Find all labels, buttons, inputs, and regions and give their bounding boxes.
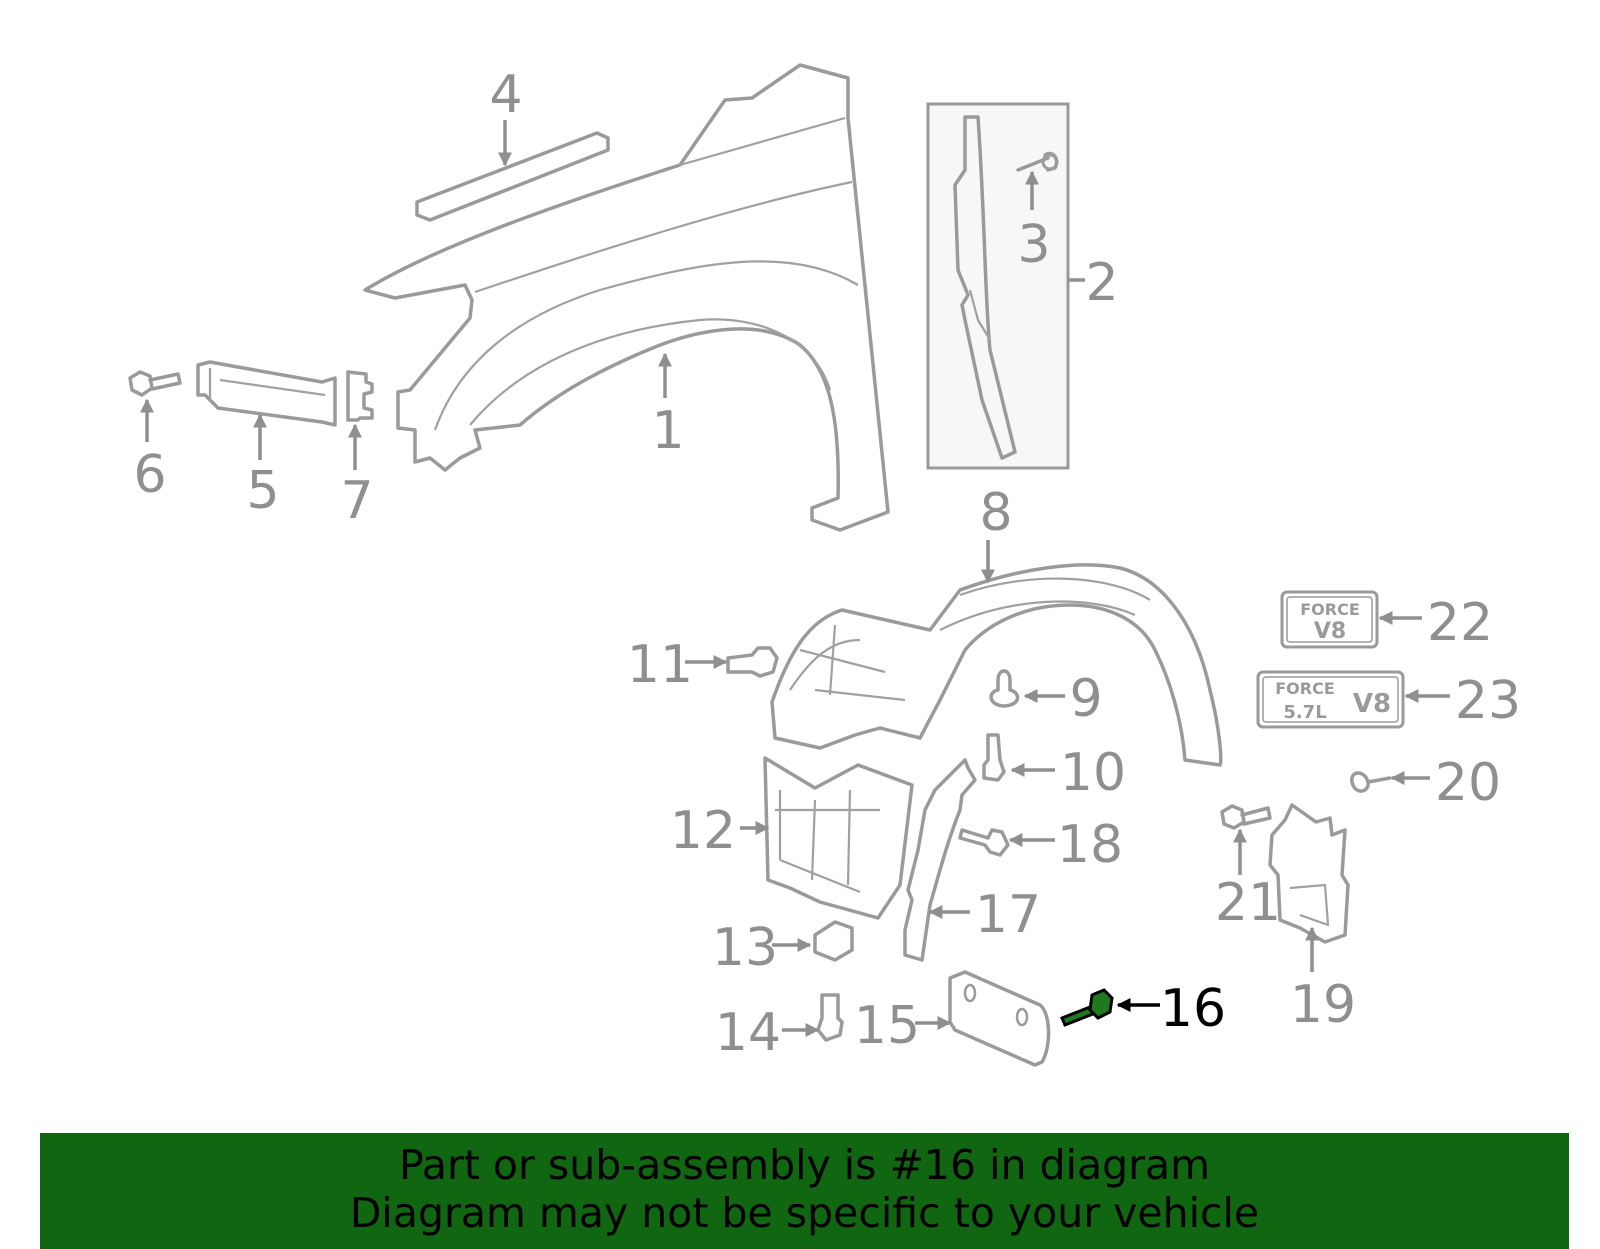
badge-23-side: V8 [1353,689,1391,719]
badge-part-22[interactable]: FORCE V8 [1280,590,1379,649]
callout-14: 14 [715,1003,781,1063]
clip-part-3[interactable] [1016,151,1059,172]
badge-23-line2: 5.7L [1283,702,1326,723]
callout-23: 23 [1455,671,1521,731]
callout-8: 8 [979,483,1012,543]
fender-liner-part-8[interactable] [770,563,1223,767]
callout-13: 13 [712,918,778,978]
badge-part-23[interactable]: FORCE 5.7L V8 [1256,670,1405,729]
callout-21: 21 [1215,873,1281,933]
callout-12: 12 [670,801,736,861]
extension-part-5[interactable] [196,360,337,427]
bolt-part-6[interactable] [128,370,182,397]
callout-18: 18 [1057,815,1123,875]
mudguard-part-19[interactable] [1268,803,1350,944]
seal-part-17[interactable] [903,758,977,962]
callout-10: 10 [1060,743,1126,803]
banner-line-1: Part or sub-assembly is #16 in diagram [398,1141,1211,1189]
callout-labels: 1 2 3 4 5 6 7 8 9 10 11 12 13 14 15 16 1… [133,65,1521,1063]
bolt-part-11[interactable] [726,646,779,678]
bolt-part-10[interactable] [982,733,1006,782]
bolt-part-21[interactable] [1220,804,1272,830]
callout-22: 22 [1427,593,1493,653]
leader-arrows [140,120,1450,1037]
info-banner: Part or sub-assembly is #16 in diagram D… [40,1133,1569,1249]
seal-part-15[interactable] [948,970,1051,1067]
callout-16: 16 [1160,979,1226,1039]
molding-part-4[interactable] [415,131,610,222]
callout-15: 15 [854,996,920,1056]
callout-4: 4 [489,65,522,125]
callout-7: 7 [340,471,373,531]
banner-line-2: Diagram may not be specific to your vehi… [349,1189,1260,1237]
callout-9: 9 [1069,669,1102,729]
clip-part-9[interactable] [989,669,1020,708]
callout-5: 5 [246,461,279,521]
callout-3: 3 [1017,215,1050,275]
shield-part-12[interactable] [763,756,914,920]
callout-1: 1 [651,401,684,461]
callout-11: 11 [627,635,693,695]
badge-23-line1: FORCE [1275,679,1335,698]
clip-part-20[interactable] [1350,771,1392,793]
badge-22-line1: FORCE [1300,600,1360,619]
bolt-part-16[interactable] [1060,988,1114,1027]
bolt-part-14[interactable] [816,993,844,1042]
badge-22-line2: V8 [1314,619,1346,644]
callout-17: 17 [975,885,1041,945]
callout-20: 20 [1435,753,1501,813]
callout-2: 2 [1085,253,1118,313]
nut-part-13[interactable] [813,920,854,962]
fender-part-1[interactable] [363,63,890,532]
bracket-part-7[interactable] [346,370,374,422]
callout-19: 19 [1290,975,1356,1035]
callout-6: 6 [133,445,166,505]
bolt-part-18[interactable] [958,828,1010,857]
